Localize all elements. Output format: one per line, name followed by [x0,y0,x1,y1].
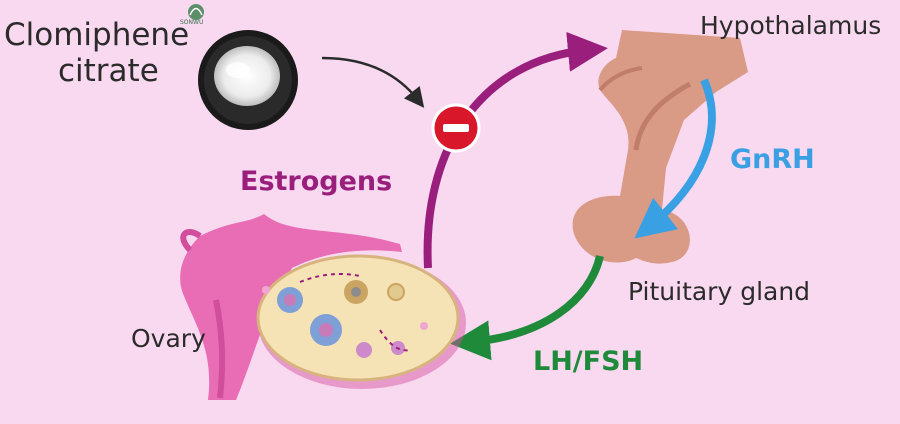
drug-to-inhibit-arrow [321,56,425,108]
lh-fsh-label: LH/FSH [533,346,644,377]
clomiphene-dish-image [198,30,298,130]
hypothalamus-label: Hypothalamus [700,11,882,40]
inhibit-symbol [431,103,481,153]
logo-text: SONWU [180,19,204,26]
lh-fsh-arrow [450,255,604,361]
gnrh-arrow [634,78,716,239]
ovary-illustration [180,214,466,400]
clomiphene-label-line1: Clomiphene [4,17,190,53]
estrogens-label: Estrogens [240,166,393,197]
gnrh-label: GnRH [730,144,815,175]
pituitary-gland-label: Pituitary gland [628,277,811,306]
ovary-label: Ovary [131,324,206,353]
clomiphene-label-line2: citrate [58,52,159,89]
logo-icon [188,4,204,20]
hypothalamus-pituitary-illustration [572,30,748,264]
estrogen-feedback-arrow [423,31,608,269]
clomiphene-label: Clomiphene citrate [4,17,190,89]
